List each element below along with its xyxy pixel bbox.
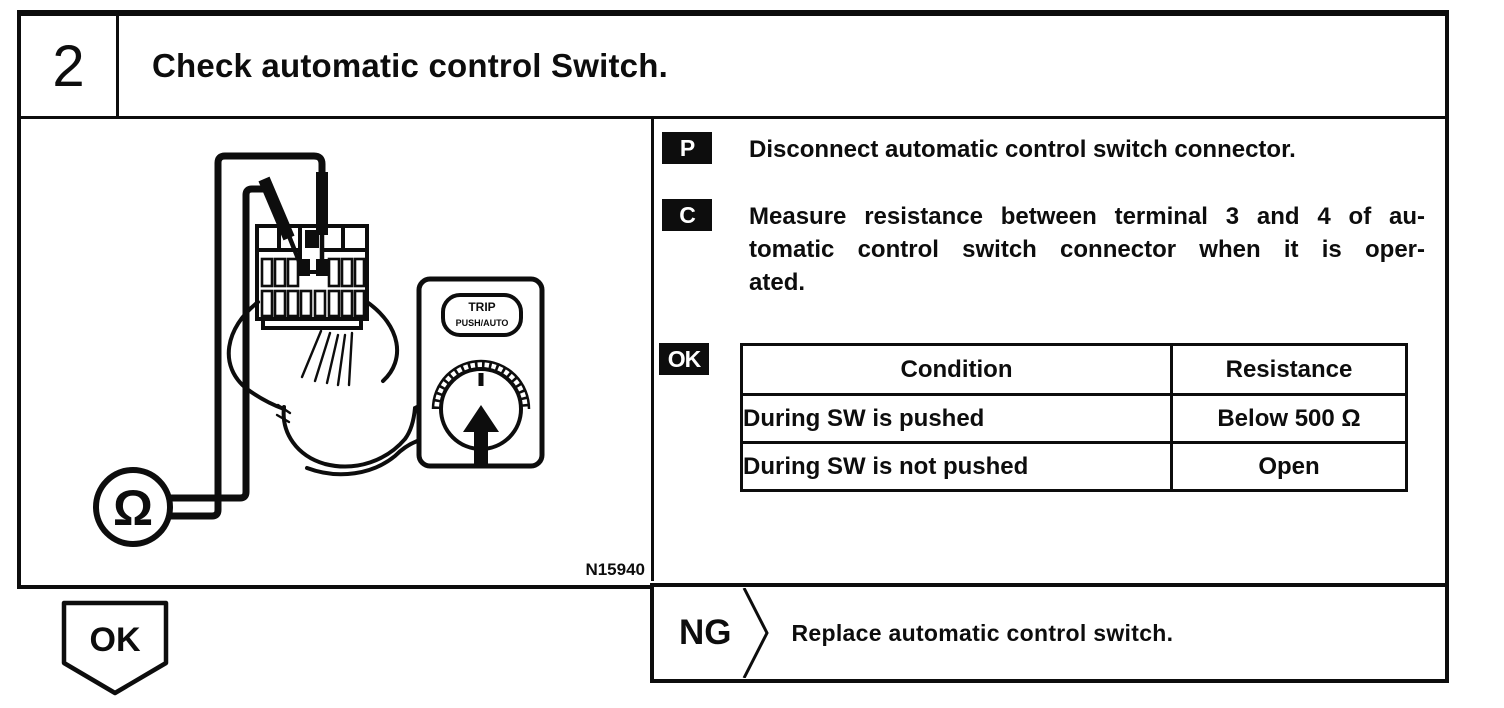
figure-number-label: N15940: [585, 560, 645, 579]
ng-chevron-icon: [742, 588, 769, 678]
ohmmeter-lead-wires: [165, 152, 326, 520]
check-text-line: tomatic control switch connector when it…: [749, 236, 1425, 263]
ok-result-arrow: OK: [61, 600, 169, 696]
table-row: During SW is not pushed Open: [740, 441, 1408, 492]
ng-result-box: NG Replace automatic control switch.: [650, 583, 1449, 683]
condition-column-header: Condition: [740, 343, 1173, 396]
condition-cell: During SW is not pushed: [740, 441, 1173, 492]
resistance-spec-table: Condition Resistance During SW is pushed…: [740, 343, 1408, 492]
table-row: During SW is pushed Below 500 Ω: [740, 393, 1408, 444]
knob-rim-outline: [431, 359, 531, 410]
automatic-control-switch-icon: TRIP PUSH/AUTO: [416, 276, 545, 469]
prepare-text: Disconnect automatic control switch conn…: [749, 136, 1296, 163]
prepare-badge: P: [662, 132, 712, 164]
ohmmeter-connector-diagram: TRIP PUSH/AUTO Ω: [93, 152, 545, 547]
specification-block: OK Condition Resistance During SW is pus…: [659, 343, 1445, 492]
condition-cell: During SW is pushed: [740, 393, 1173, 444]
switch-label-line1: TRIP: [468, 300, 495, 314]
check-badge: C: [662, 199, 712, 231]
resistance-column-header: Resistance: [1170, 343, 1408, 396]
ok-arrow-shape: [61, 600, 169, 696]
step-title: Check automatic control Switch.: [152, 47, 668, 84]
step-number: 2: [21, 16, 119, 116]
terminal-4-contact: [316, 259, 329, 276]
check-text: Measure resistance between terminal 3 an…: [749, 199, 1425, 299]
check-text-line: Measure resistance between terminal 3 an…: [749, 203, 1425, 230]
ng-label: NG: [679, 613, 732, 652]
terminal-3-contact: [297, 259, 310, 276]
instruction-check: C Measure resistance between terminal 3 …: [662, 199, 1445, 299]
switch-label-line2: PUSH/AUTO: [456, 318, 509, 328]
instruction-prepare: P Disconnect automatic control switch co…: [662, 132, 1445, 166]
ohmmeter-icon: Ω: [93, 467, 173, 547]
ng-action-text: Replace automatic control switch.: [791, 619, 1174, 646]
step-header: 2 Check automatic control Switch.: [21, 16, 1445, 119]
resistance-cell: Open: [1170, 441, 1408, 492]
resistance-cell: Below 500 Ω: [1170, 393, 1408, 444]
check-text-line: ated.: [749, 269, 806, 296]
push-direction-arrow-icon: [463, 405, 499, 465]
wire-harness: [226, 300, 421, 477]
ohm-symbol: Ω: [113, 480, 153, 536]
test-probe-left: [258, 176, 304, 267]
step-content: TRIP PUSH/AUTO Ω N15940: [21, 119, 1445, 581]
ok-spec-badge: OK: [659, 343, 709, 375]
table-header-row: Condition Resistance: [740, 343, 1408, 396]
ok-arrow-label: OK: [90, 621, 141, 659]
instruction-panel: P Disconnect automatic control switch co…: [654, 119, 1445, 581]
troubleshooting-step-box: 2 Check automatic control Switch.: [17, 10, 1449, 589]
measurement-diagram-panel: TRIP PUSH/AUTO Ω N15940: [21, 119, 654, 581]
connector-icon: [255, 224, 369, 330]
